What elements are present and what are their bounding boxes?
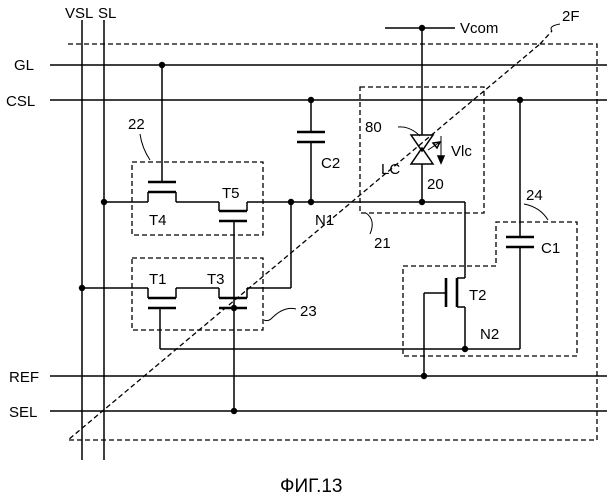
gl-label: GL — [14, 57, 34, 74]
t4-transistor — [104, 65, 219, 202]
t1-label: T1 — [149, 271, 167, 288]
c1-capacitor — [506, 100, 534, 349]
block-22-label: 22 — [128, 116, 145, 133]
c2-capacitor — [297, 100, 325, 202]
t5-label: T5 — [222, 185, 240, 202]
t3-label: T3 — [207, 271, 225, 288]
t4-label: T4 — [149, 212, 167, 229]
lc-ref-label: 80 — [365, 119, 382, 136]
t5-transistor — [219, 202, 465, 221]
t3-transistor — [219, 202, 291, 308]
block-20-label: 20 — [427, 176, 444, 193]
sel-label: SEL — [9, 404, 37, 421]
c1-label: C1 — [541, 240, 560, 257]
n1-label: N1 — [315, 212, 334, 229]
sl-label: SL — [98, 5, 116, 22]
vsl-label: VSL — [65, 5, 93, 22]
pixel-boundary-2f — [68, 31, 597, 440]
t2-label: T2 — [469, 287, 487, 304]
n2-label: N2 — [480, 326, 499, 343]
leader-lines — [140, 24, 560, 321]
region-21-label: 21 — [374, 235, 391, 252]
c2-label: C2 — [321, 155, 340, 172]
lc-label: LC — [381, 161, 400, 178]
vcom-label: Vcom — [460, 20, 498, 37]
block-23-label: 23 — [300, 303, 317, 320]
t2-transistor — [424, 202, 465, 376]
csl-label: CSL — [6, 93, 35, 110]
pixel-2f-label: 2F — [562, 8, 580, 25]
vlc-label: Vlc — [451, 143, 472, 160]
figure-caption: ФИГ.13 — [280, 476, 342, 497]
block-24-label: 24 — [526, 187, 543, 204]
block-23 — [132, 258, 263, 330]
ref-label: REF — [9, 369, 39, 386]
